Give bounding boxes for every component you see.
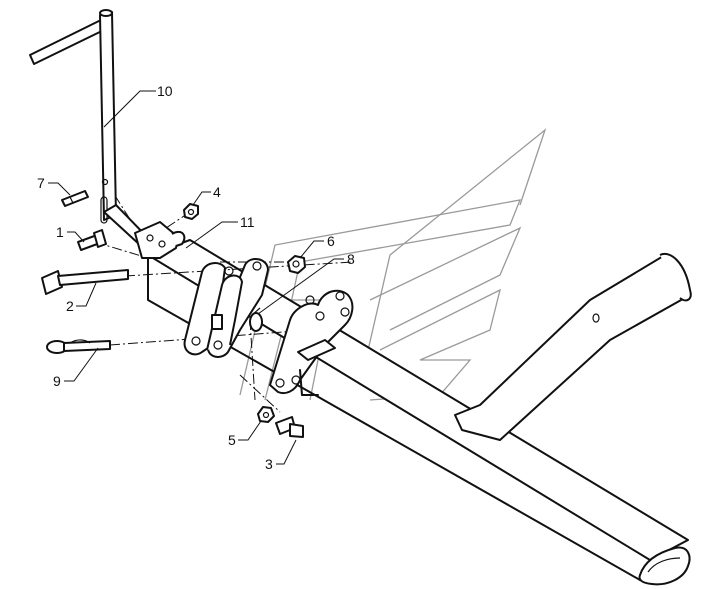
- diagonal-arm: [454, 252, 692, 441]
- spring-clip: [249, 307, 263, 332]
- callout-7: 7: [37, 175, 45, 191]
- nut-top: [183, 203, 199, 220]
- latch-plate: [134, 221, 186, 259]
- callout-5: 5: [228, 432, 236, 448]
- main-beam: [147, 239, 691, 586]
- callout-9: 9: [53, 373, 61, 389]
- roll-pin: [61, 190, 89, 207]
- watermark-logo: [239, 128, 547, 401]
- linch-pin: [46, 339, 111, 354]
- nut-right: [287, 255, 306, 274]
- long-bolt: [41, 269, 129, 295]
- handle-lever: [29, 9, 151, 246]
- bottom-bolt: [275, 416, 304, 438]
- callout-10: 10: [157, 83, 173, 99]
- rear-bracket: [269, 289, 354, 396]
- callout-8: 8: [347, 251, 355, 267]
- callout-11: 11: [240, 214, 255, 230]
- beam-end-profile: [638, 546, 691, 586]
- small-bolt: [77, 229, 107, 251]
- nut-bottom: [257, 406, 275, 423]
- mounting-bracket: [183, 258, 269, 358]
- callout-4: 4: [213, 184, 221, 200]
- callout-3: 3: [265, 456, 273, 472]
- callout-labels: 10 7 4 1 11 6 8 2 9 5 3: [37, 83, 355, 472]
- leader-lines: [48, 90, 344, 465]
- callout-1: 1: [56, 224, 64, 240]
- callout-6: 6: [327, 233, 335, 249]
- callout-2: 2: [66, 298, 74, 314]
